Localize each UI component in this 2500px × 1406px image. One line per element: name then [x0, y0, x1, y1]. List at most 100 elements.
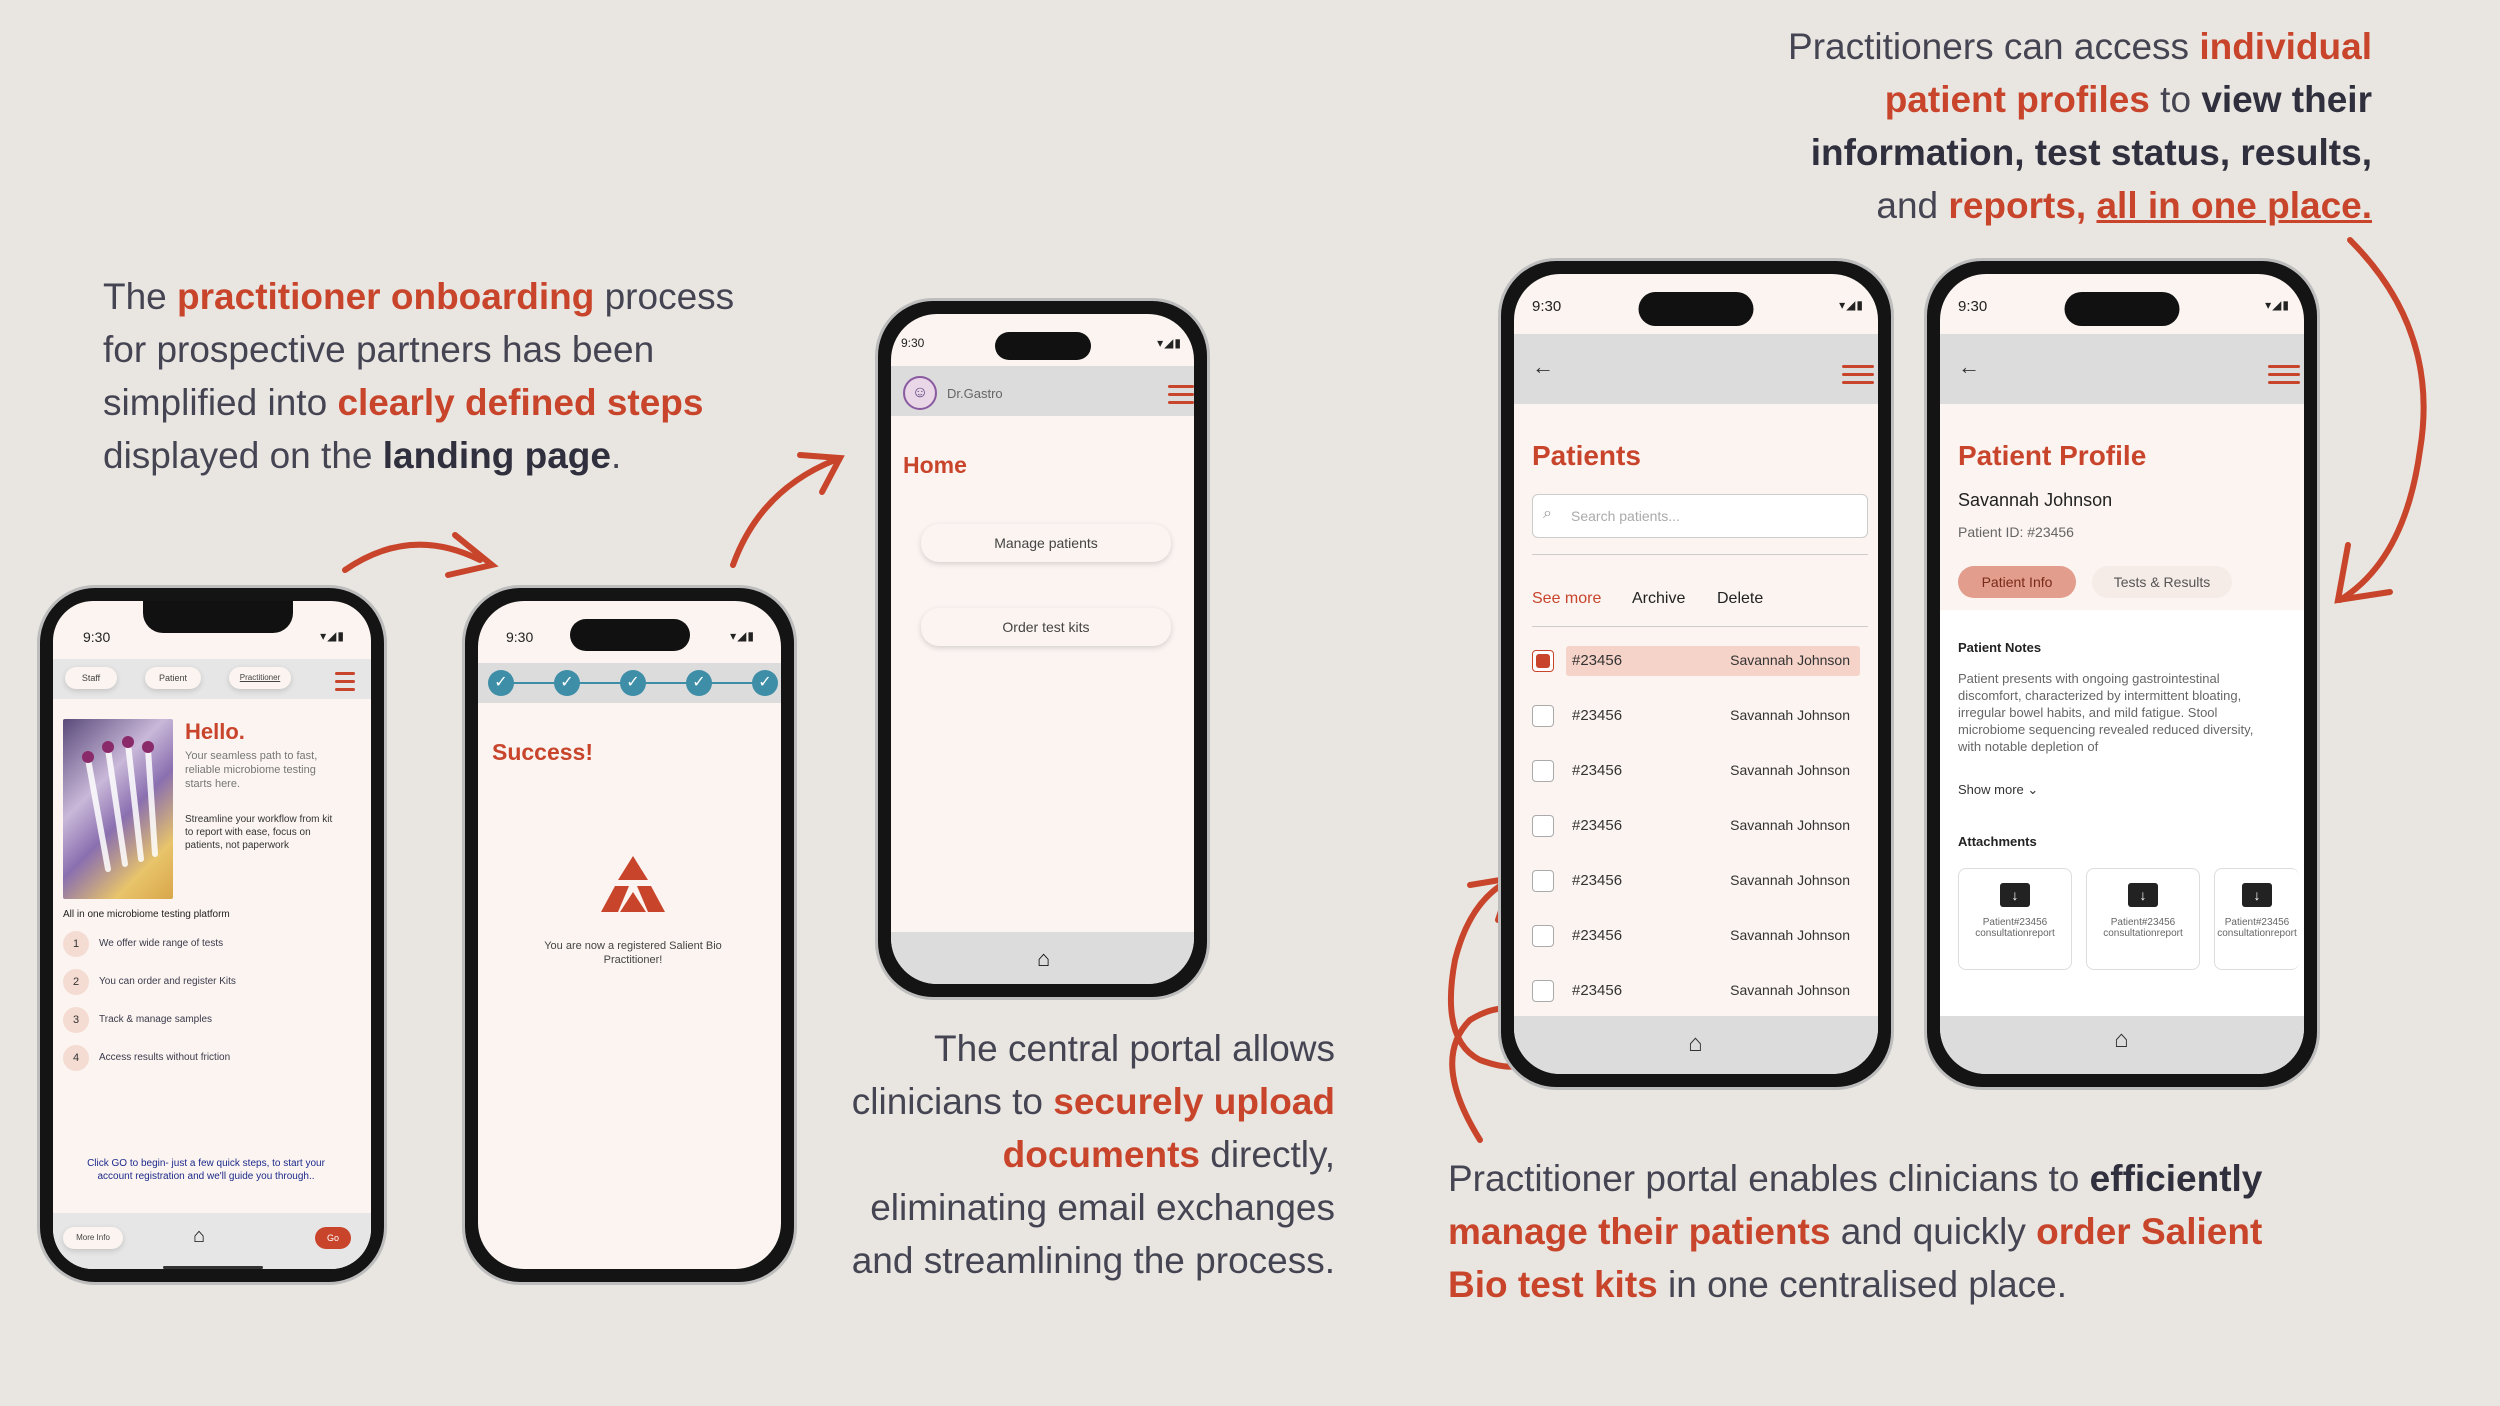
patient-id: Patient ID: #23456: [1958, 524, 2074, 540]
caption-profiles: Practitioners can access individual pati…: [1788, 26, 2372, 226]
patient-name: Savannah Johnson: [1730, 652, 1850, 668]
step-2-number: 2: [63, 969, 89, 995]
attachment-card[interactable]: ↓ Patient#23456 consultationreport: [2214, 868, 2299, 970]
back-arrow-icon[interactable]: ←: [1532, 354, 1554, 379]
table-row-selected[interactable]: #23456 Savannah Johnson: [1532, 646, 1860, 676]
dynamic-island: [1638, 292, 1754, 326]
table-row[interactable]: #23456 Savannah Johnson: [1532, 866, 1860, 896]
home-screen: 9:30▾◢▮ ☺ Dr.Gastro Home Manage patients…: [891, 314, 1194, 984]
hamburger-icon[interactable]: [2268, 360, 2300, 389]
dynamic-island: [994, 332, 1091, 360]
checkbox[interactable]: [1532, 870, 1554, 892]
check-icon: ✓: [554, 670, 580, 696]
status-time: 9:30: [901, 336, 925, 350]
hamburger-icon[interactable]: [335, 667, 355, 696]
step-1-text: We offer wide range of tests: [99, 938, 224, 949]
home-header: [891, 366, 1194, 416]
download-folder-icon: ↓: [2242, 883, 2272, 907]
salient-logo-icon: [601, 856, 665, 912]
tagline: Your seamless path to fast, reliable mic…: [185, 750, 318, 790]
patient-id: #23456: [1572, 762, 1623, 779]
hamburger-icon[interactable]: [1168, 380, 1194, 409]
arrow-3: [2337, 237, 2427, 603]
patient-id: #23456: [1572, 707, 1623, 724]
arrow-2-head: [797, 452, 845, 495]
signal-icons: ▾◢▮: [320, 629, 345, 643]
manage-patients-button[interactable]: Manage patients: [921, 524, 1171, 562]
back-arrow-icon[interactable]: ←: [1958, 354, 1980, 379]
search-input[interactable]: ⌕ Search patients...: [1532, 494, 1868, 538]
success-title: Success!: [492, 739, 594, 765]
home-icon[interactable]: ⌂: [1037, 946, 1051, 971]
home-icon[interactable]: ⌂: [1688, 1030, 1703, 1057]
attachment-card[interactable]: ↓ Patient#23456 consultationreport: [2086, 868, 2200, 970]
phone-patients: 9:30▾◢▮ ← Patients ⌕ Search patients... …: [1498, 258, 1894, 1090]
platform-heading: All in one microbiome testing platform: [63, 909, 230, 920]
archive-button[interactable]: Archive: [1632, 590, 1686, 607]
home-icon[interactable]: ⌂: [193, 1225, 206, 1247]
search-icon: ⌕: [1543, 505, 1552, 522]
attachment-label: Patient#23456 consultationreport: [1975, 917, 2055, 939]
notes-text: Patient presents with ongoing gastrointe…: [1958, 671, 2254, 754]
phone-landing: 9:30 ▾◢▮ Staff Patient Practitioner Hello…: [37, 585, 387, 1285]
patient-id: #23456: [1572, 982, 1623, 999]
dynamic-island: [569, 619, 690, 651]
hamburger-icon[interactable]: [1842, 360, 1874, 389]
patient-name: Savannah Johnson: [1730, 982, 1850, 998]
search-placeholder: Search patients...: [1571, 508, 1680, 524]
status-time: 9:30: [506, 629, 534, 645]
status-bar: 9:30▾◢▮: [891, 314, 1194, 376]
success-message: You are now a registered Salient Bio Pra…: [544, 940, 722, 966]
patient-name: Savannah Johnson: [1730, 762, 1850, 778]
order-test-kits-button[interactable]: Order test kits: [921, 608, 1171, 646]
checkbox-checked[interactable]: [1532, 650, 1554, 672]
table-row[interactable]: #23456 Savannah Johnson: [1532, 921, 1860, 951]
arrow-3-head: [2334, 542, 2393, 604]
attachment-card[interactable]: ↓ Patient#23456 consultationreport: [1958, 868, 2072, 970]
patients-header: [1514, 334, 1878, 404]
tab-practitioner[interactable]: Practitioner: [229, 667, 291, 689]
checkbox[interactable]: [1532, 980, 1554, 1002]
patient-name: Savannah Johnson: [1730, 872, 1850, 888]
divider: [1532, 554, 1868, 555]
table-row[interactable]: #23456 Savannah Johnson: [1532, 756, 1860, 786]
signal-icons: ▾◢▮: [1839, 298, 1864, 312]
table-row[interactable]: #23456 Savannah Johnson: [1532, 811, 1860, 841]
hello-heading: Hello.: [185, 719, 245, 744]
phone-profile: 9:30▾◢▮ ← Patient Profile Savannah Johns…: [1924, 258, 2320, 1090]
more-info-button[interactable]: More Info: [63, 1227, 123, 1249]
step-4-text: Access results without friction: [99, 1052, 231, 1063]
phone-home: 9:30▾◢▮ ☺ Dr.Gastro Home Manage patients…: [875, 298, 1210, 1000]
tab-tests-results[interactable]: Tests & Results: [2092, 566, 2232, 598]
status-time: 9:30: [83, 629, 111, 645]
see-more-link[interactable]: See more: [1532, 590, 1602, 607]
status-time: 9:30: [1958, 298, 1988, 315]
landing-screen: 9:30 ▾◢▮ Staff Patient Practitioner Hello…: [53, 601, 371, 1269]
tab-staff[interactable]: Staff: [65, 667, 117, 689]
profile-bottom-bar: [1940, 1016, 2304, 1074]
status-time: 9:30: [1532, 298, 1562, 315]
download-folder-icon: ↓: [2128, 883, 2158, 907]
table-row[interactable]: #23456 Savannah Johnson: [1532, 976, 1860, 1006]
table-row[interactable]: [1566, 646, 1860, 676]
tab-patient[interactable]: Patient: [145, 667, 201, 689]
checkbox[interactable]: [1532, 705, 1554, 727]
table-row[interactable]: #23456 Savannah Johnson: [1532, 701, 1860, 731]
checkbox[interactable]: [1532, 925, 1554, 947]
tab-patient-info[interactable]: Patient Info: [1958, 566, 2076, 598]
home-bottom-bar: [891, 932, 1194, 984]
checkbox[interactable]: [1532, 815, 1554, 837]
status-bar: 9:30 ▾◢▮: [1940, 274, 2304, 336]
home-icon[interactable]: ⌂: [2114, 1026, 2129, 1053]
delete-button[interactable]: Delete: [1717, 590, 1764, 607]
avatar[interactable]: ☺: [903, 376, 937, 410]
patient-name: Savannah Johnson: [1730, 817, 1850, 833]
show-more-link[interactable]: Show more ⌄: [1958, 782, 2038, 798]
arrow-1-head: [445, 532, 499, 578]
go-button[interactable]: Go: [315, 1227, 351, 1249]
signal-icons: ▾◢▮: [2265, 298, 2290, 312]
checkbox[interactable]: [1532, 760, 1554, 782]
phone-success: 9:30▾◢▮ ✓ ✓ ✓ ✓ ✓ Success! You are now a…: [462, 585, 797, 1285]
arrow-1: [342, 541, 483, 573]
step-3-number: 3: [63, 1007, 89, 1033]
